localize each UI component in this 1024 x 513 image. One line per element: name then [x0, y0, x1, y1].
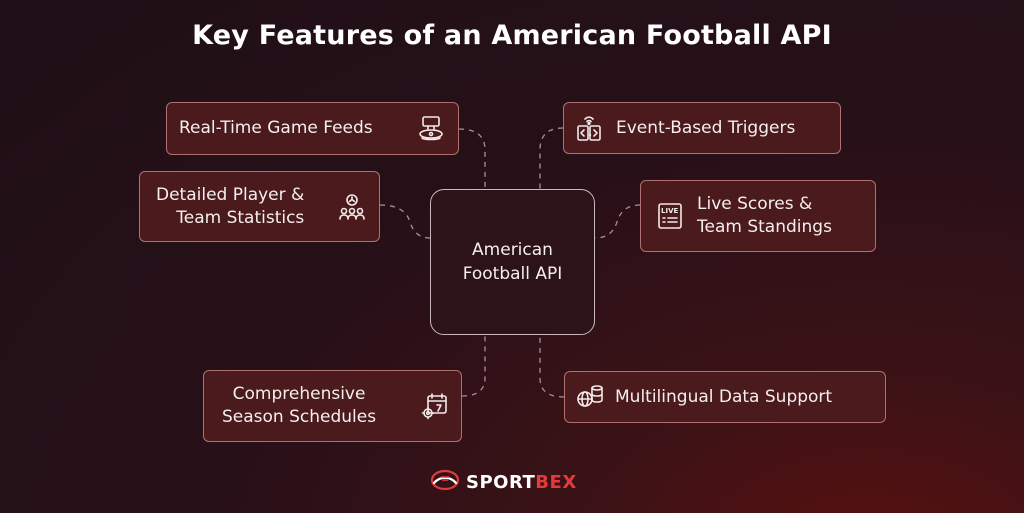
feature-event-based-triggers: Event-Based Triggers — [563, 102, 841, 154]
feature-label-line2: Team Standings — [697, 217, 832, 237]
feature-label-line1: Live Scores & — [697, 194, 813, 214]
stadium-camera-icon — [416, 114, 446, 144]
team-ball-icon — [337, 192, 367, 222]
live-board-icon: LIVE — [655, 201, 685, 231]
calendar-gear-icon — [419, 391, 449, 421]
feature-label: Real-Time Game Feeds — [179, 118, 373, 138]
feature-label-line2: Season Schedules — [222, 407, 377, 427]
connector-live — [594, 204, 641, 239]
feature-player-team-statistics: Detailed Player & Team Statistics — [139, 171, 380, 242]
connector-season — [461, 335, 486, 397]
feature-label: Multilingual Data Support — [615, 386, 833, 407]
globe-database-icon — [575, 382, 605, 412]
center-line2: Football API — [462, 264, 563, 284]
brand-name-part1: SPORT — [466, 472, 536, 493]
feature-label: Event-Based Triggers — [616, 117, 796, 138]
code-signal-icon — [574, 113, 604, 143]
connector-realtime — [458, 128, 486, 189]
center-node: American Football API — [430, 189, 595, 335]
football-logo-icon — [430, 467, 460, 498]
feature-multilingual-data-support: Multilingual Data Support — [564, 371, 886, 423]
connector-player — [379, 204, 431, 239]
page-title: Key Features of an American Football API — [192, 20, 832, 51]
brand-logo: SPORTBEX — [430, 467, 577, 498]
feature-realtime-game-feeds: Real-Time Game Feeds — [166, 102, 459, 155]
center-line1: American — [472, 240, 553, 260]
svg-text:LIVE: LIVE — [661, 207, 678, 215]
connector-event — [539, 127, 564, 189]
feature-label-line1: Detailed Player & — [156, 184, 305, 205]
feature-label-line2: Team Statistics — [176, 207, 305, 228]
feature-label-line1: Comprehensive — [232, 384, 366, 404]
brand-name-part2: BEX — [535, 472, 577, 493]
feature-live-scores-standings: LIVE Live Scores & Team Standings — [640, 180, 876, 252]
connector-multilingual — [539, 335, 565, 398]
feature-season-schedules: Comprehensive Season Schedules — [203, 370, 462, 442]
